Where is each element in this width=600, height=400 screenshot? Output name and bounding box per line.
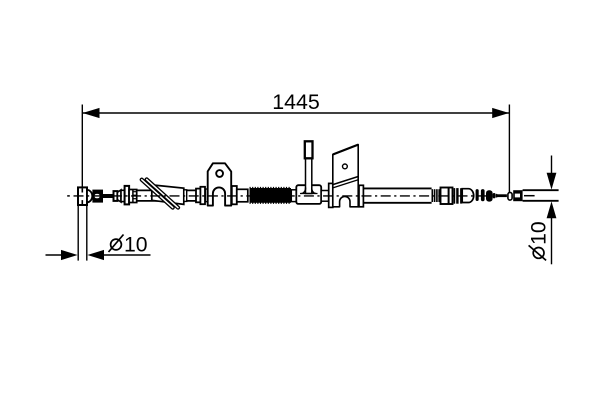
svg-text:10: 10 (124, 233, 148, 256)
svg-text:10: 10 (528, 221, 551, 245)
svg-text:1445: 1445 (272, 90, 320, 114)
